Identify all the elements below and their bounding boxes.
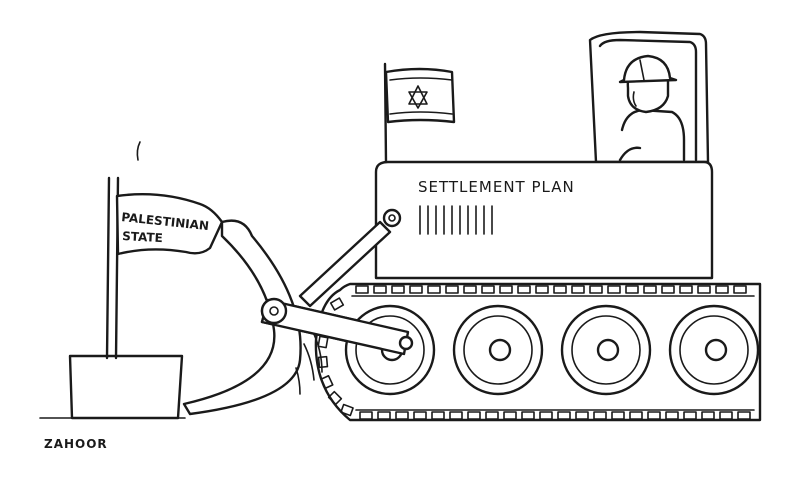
palestinian-flag-group: PALESTINIAN STATE xyxy=(68,141,224,420)
flag-text-line2: STATE xyxy=(122,229,163,245)
artist-signature: ZAHOOR xyxy=(44,437,108,451)
wheel-2 xyxy=(452,304,544,396)
track-links-bottom xyxy=(359,411,751,420)
hydraulic-arm xyxy=(298,208,402,308)
grille xyxy=(419,205,493,235)
flag-pole xyxy=(105,176,111,360)
bulldozer-body xyxy=(374,160,714,280)
israeli-flag-group xyxy=(383,62,456,164)
driver xyxy=(618,54,686,162)
planter-box xyxy=(68,354,184,420)
star-of-david-icon xyxy=(408,85,428,109)
cab-window xyxy=(598,38,698,162)
wheel-3 xyxy=(560,304,652,396)
motion-mark xyxy=(136,141,141,161)
israeli-flag xyxy=(384,67,456,124)
bulldozer: SETTLEMENT PLAN xyxy=(182,30,762,422)
track-links-top xyxy=(355,285,747,294)
wheel-4 xyxy=(668,304,760,396)
palestinian-flag xyxy=(115,193,224,256)
hard-hat-icon xyxy=(618,54,678,84)
bulldozer-label: SETTLEMENT PLAN xyxy=(418,178,575,196)
